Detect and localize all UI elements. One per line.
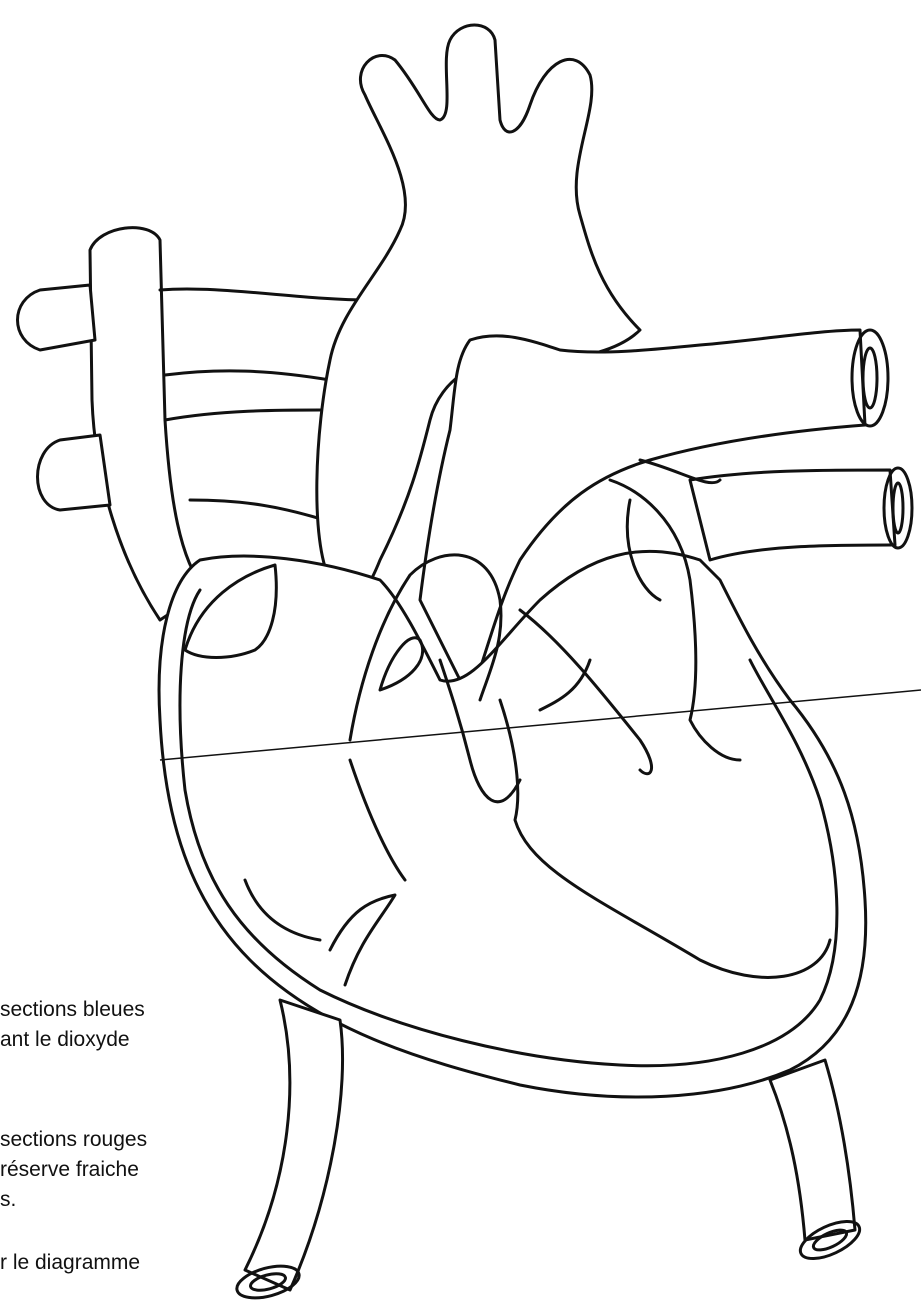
caption-line: sections bleues	[0, 995, 300, 1025]
caption-line: sections rouges	[0, 1125, 300, 1155]
caption-diagram: r le diagramme	[0, 1248, 300, 1278]
caption-blue-sections: sections bleues ant le dioxyde	[0, 995, 300, 1055]
caption-red-sections: sections rouges réserve fraiche s.	[0, 1125, 300, 1215]
caption-line: r le diagramme	[0, 1248, 300, 1278]
superior-vena-cava	[90, 228, 205, 620]
descending-aorta	[770, 1060, 865, 1266]
caption-line: ant le dioxyde	[0, 1025, 300, 1055]
caption-line: s.	[0, 1185, 300, 1215]
caption-line: réserve fraiche	[0, 1155, 300, 1185]
left-pulmonary-veins	[690, 468, 912, 560]
